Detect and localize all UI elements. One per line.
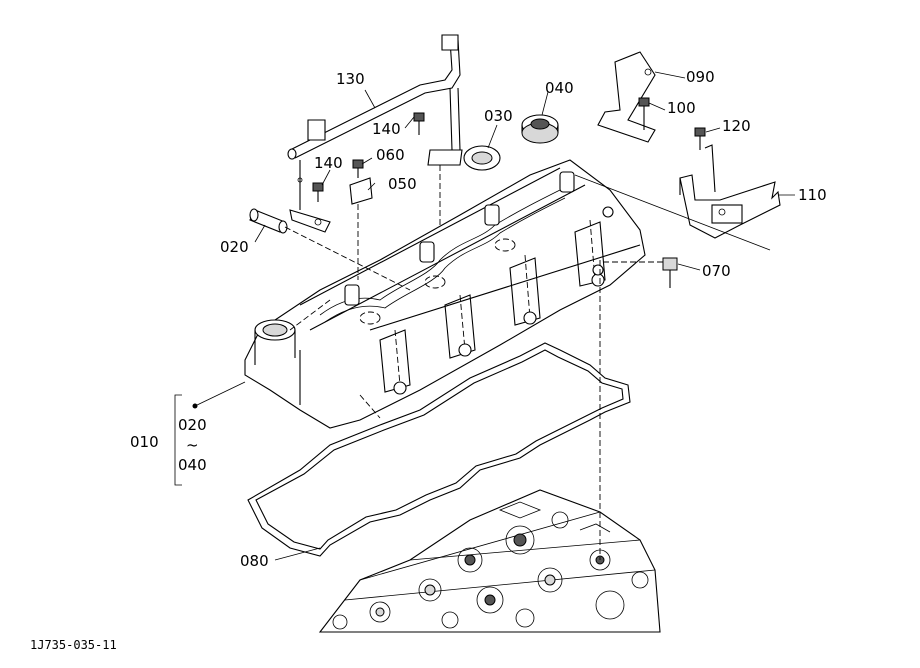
label-060: 060 <box>376 146 405 164</box>
leader-lines <box>174 71 795 561</box>
bolt-100 <box>638 97 650 130</box>
label-140-lower: 140 <box>314 154 343 172</box>
head-cover-gasket <box>247 342 631 557</box>
oil-seal <box>463 145 501 171</box>
bolt-140-upper <box>413 112 425 135</box>
label-040: 040 <box>545 79 574 97</box>
label-080: 080 <box>240 552 269 570</box>
tube-part <box>249 208 411 291</box>
breather-pipe <box>287 34 463 233</box>
range-tilde: ~ <box>186 436 199 454</box>
label-090: 090 <box>686 68 715 86</box>
drawing-code: 1J735-035-11 <box>30 638 117 652</box>
bracket-110 <box>679 144 781 239</box>
filler-cap <box>521 114 559 144</box>
label-010: 010 <box>130 433 159 451</box>
bolt-070 <box>574 174 771 560</box>
label-100: 100 <box>667 99 696 117</box>
part-labels: 130 140 140 060 050 020 030 040 090 100 … <box>30 68 827 652</box>
label-030: 030 <box>484 107 513 125</box>
bolt-140-lower <box>312 182 324 202</box>
label-050: 050 <box>388 175 417 193</box>
label-130: 130 <box>336 70 365 88</box>
label-120: 120 <box>722 117 751 135</box>
bracket-090 <box>597 51 656 143</box>
label-110: 110 <box>798 186 827 204</box>
label-070: 070 <box>702 262 731 280</box>
label-140-upper: 140 <box>372 120 401 138</box>
clip-050 <box>349 177 373 280</box>
bolt-120 <box>694 127 706 150</box>
range-from: 020 <box>178 416 207 434</box>
cylinder-head <box>318 489 661 633</box>
label-020: 020 <box>220 238 249 256</box>
bolt-060 <box>352 159 364 178</box>
range-to: 040 <box>178 456 207 474</box>
head-cover <box>244 159 646 429</box>
